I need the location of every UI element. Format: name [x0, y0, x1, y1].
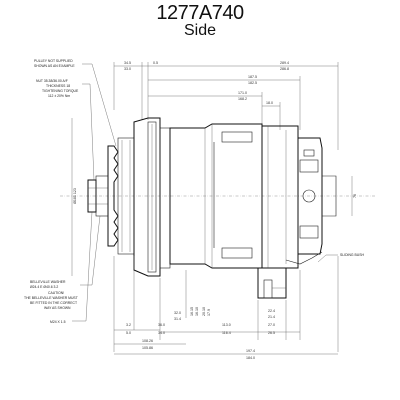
part-number-title: 1277A740: [156, 2, 244, 24]
dim-197-4: 197.4: [246, 349, 255, 353]
leader-thread: [72, 211, 93, 322]
dim-105-86: 105.86: [142, 346, 153, 350]
note-pulley-1: PULLEY NOT SUPPLIED: [34, 59, 73, 63]
dim-20-10: 20.10: [202, 307, 206, 316]
dim-16-15: 16.15: [190, 307, 194, 316]
mounting-foot: [257, 251, 323, 299]
leader-pulley: [82, 63, 117, 147]
dim-31-4: 31.4: [174, 317, 181, 321]
note-nut-4: 112 ± 20% Nm: [48, 94, 70, 98]
dim-right: 76: [353, 194, 357, 198]
dim-113-0: 113.0: [222, 323, 231, 327]
dim-286-8: 286.8: [280, 67, 289, 71]
dim-34-5: 34.5: [124, 61, 131, 65]
dim-18-0: 18.0: [266, 101, 273, 105]
note-caution-4: WAY AS SHOWN: [44, 306, 71, 310]
note-caution-1: CAUTION!: [48, 291, 64, 295]
dim-5-0: 5.0: [126, 331, 131, 335]
note-caution-3: BE FITTED IN THE CORRECT: [30, 301, 77, 305]
note-nut-1: NUT 35.38/36.00 A/F: [36, 79, 68, 83]
note-washer-1: BELLEVILLE WASHER: [30, 280, 66, 284]
dim-16-10: 16.10: [195, 307, 199, 316]
dim-0-5: 0.5: [153, 61, 158, 65]
dim-32-0: 32.0: [174, 311, 181, 315]
leader-washer: [80, 215, 101, 286]
top-dimensions: [113, 62, 339, 150]
note-washer-2: Ø24.4 E Ø40.6 3.2: [30, 285, 58, 289]
bottom-extension-lines: [113, 256, 339, 355]
dim-187-5: 187.5: [248, 75, 257, 79]
note-pulley-2: SHOWN AS AN EXAMPLE: [34, 64, 75, 68]
leader-nut: [82, 83, 95, 181]
dim-108-26: 108.26: [142, 339, 153, 343]
dim-182-5: 182.5: [248, 81, 257, 85]
dim-36-0: 36.0: [158, 323, 165, 327]
view-subtitle: Side: [183, 22, 217, 39]
dim-168-2: 168.2: [238, 97, 247, 101]
dim-184-0: 184.0: [246, 356, 255, 360]
dim-171-0: 171.0: [238, 91, 247, 95]
dim-27-0: 27.0: [268, 323, 275, 327]
dim-34-0: 34.0: [158, 331, 165, 335]
alternator-body: [169, 123, 299, 269]
note-caution-2: THE BELLEVILLE WASHER MUST: [24, 296, 78, 300]
dim-33-0: 33.0: [124, 67, 131, 71]
front-housing: [133, 117, 171, 277]
dim-21-4: 21.4: [268, 315, 275, 319]
dim-26-5: 26.5: [268, 331, 275, 335]
note-nut-2: THICKNESS 18: [46, 84, 70, 88]
leader-sliding-bush: [317, 254, 338, 263]
shaft-nut: [87, 175, 109, 217]
dim-116-4: 116.4: [222, 331, 231, 335]
dim-22-4: 22.4: [268, 309, 275, 313]
dim-vertical-diameter: Ø181 123: [73, 188, 77, 204]
note-thread: M24 X 1.5: [50, 320, 66, 324]
note-sliding-bush: SLIDING BUSH: [340, 253, 364, 257]
dim-289-4: 289.4: [280, 61, 289, 65]
rear-cover: [298, 137, 337, 255]
dim-17-9: 17.9: [207, 309, 211, 316]
dim-3-2: 3.2: [126, 323, 131, 327]
note-nut-3: TIGHTENING TORQUE: [42, 89, 79, 93]
